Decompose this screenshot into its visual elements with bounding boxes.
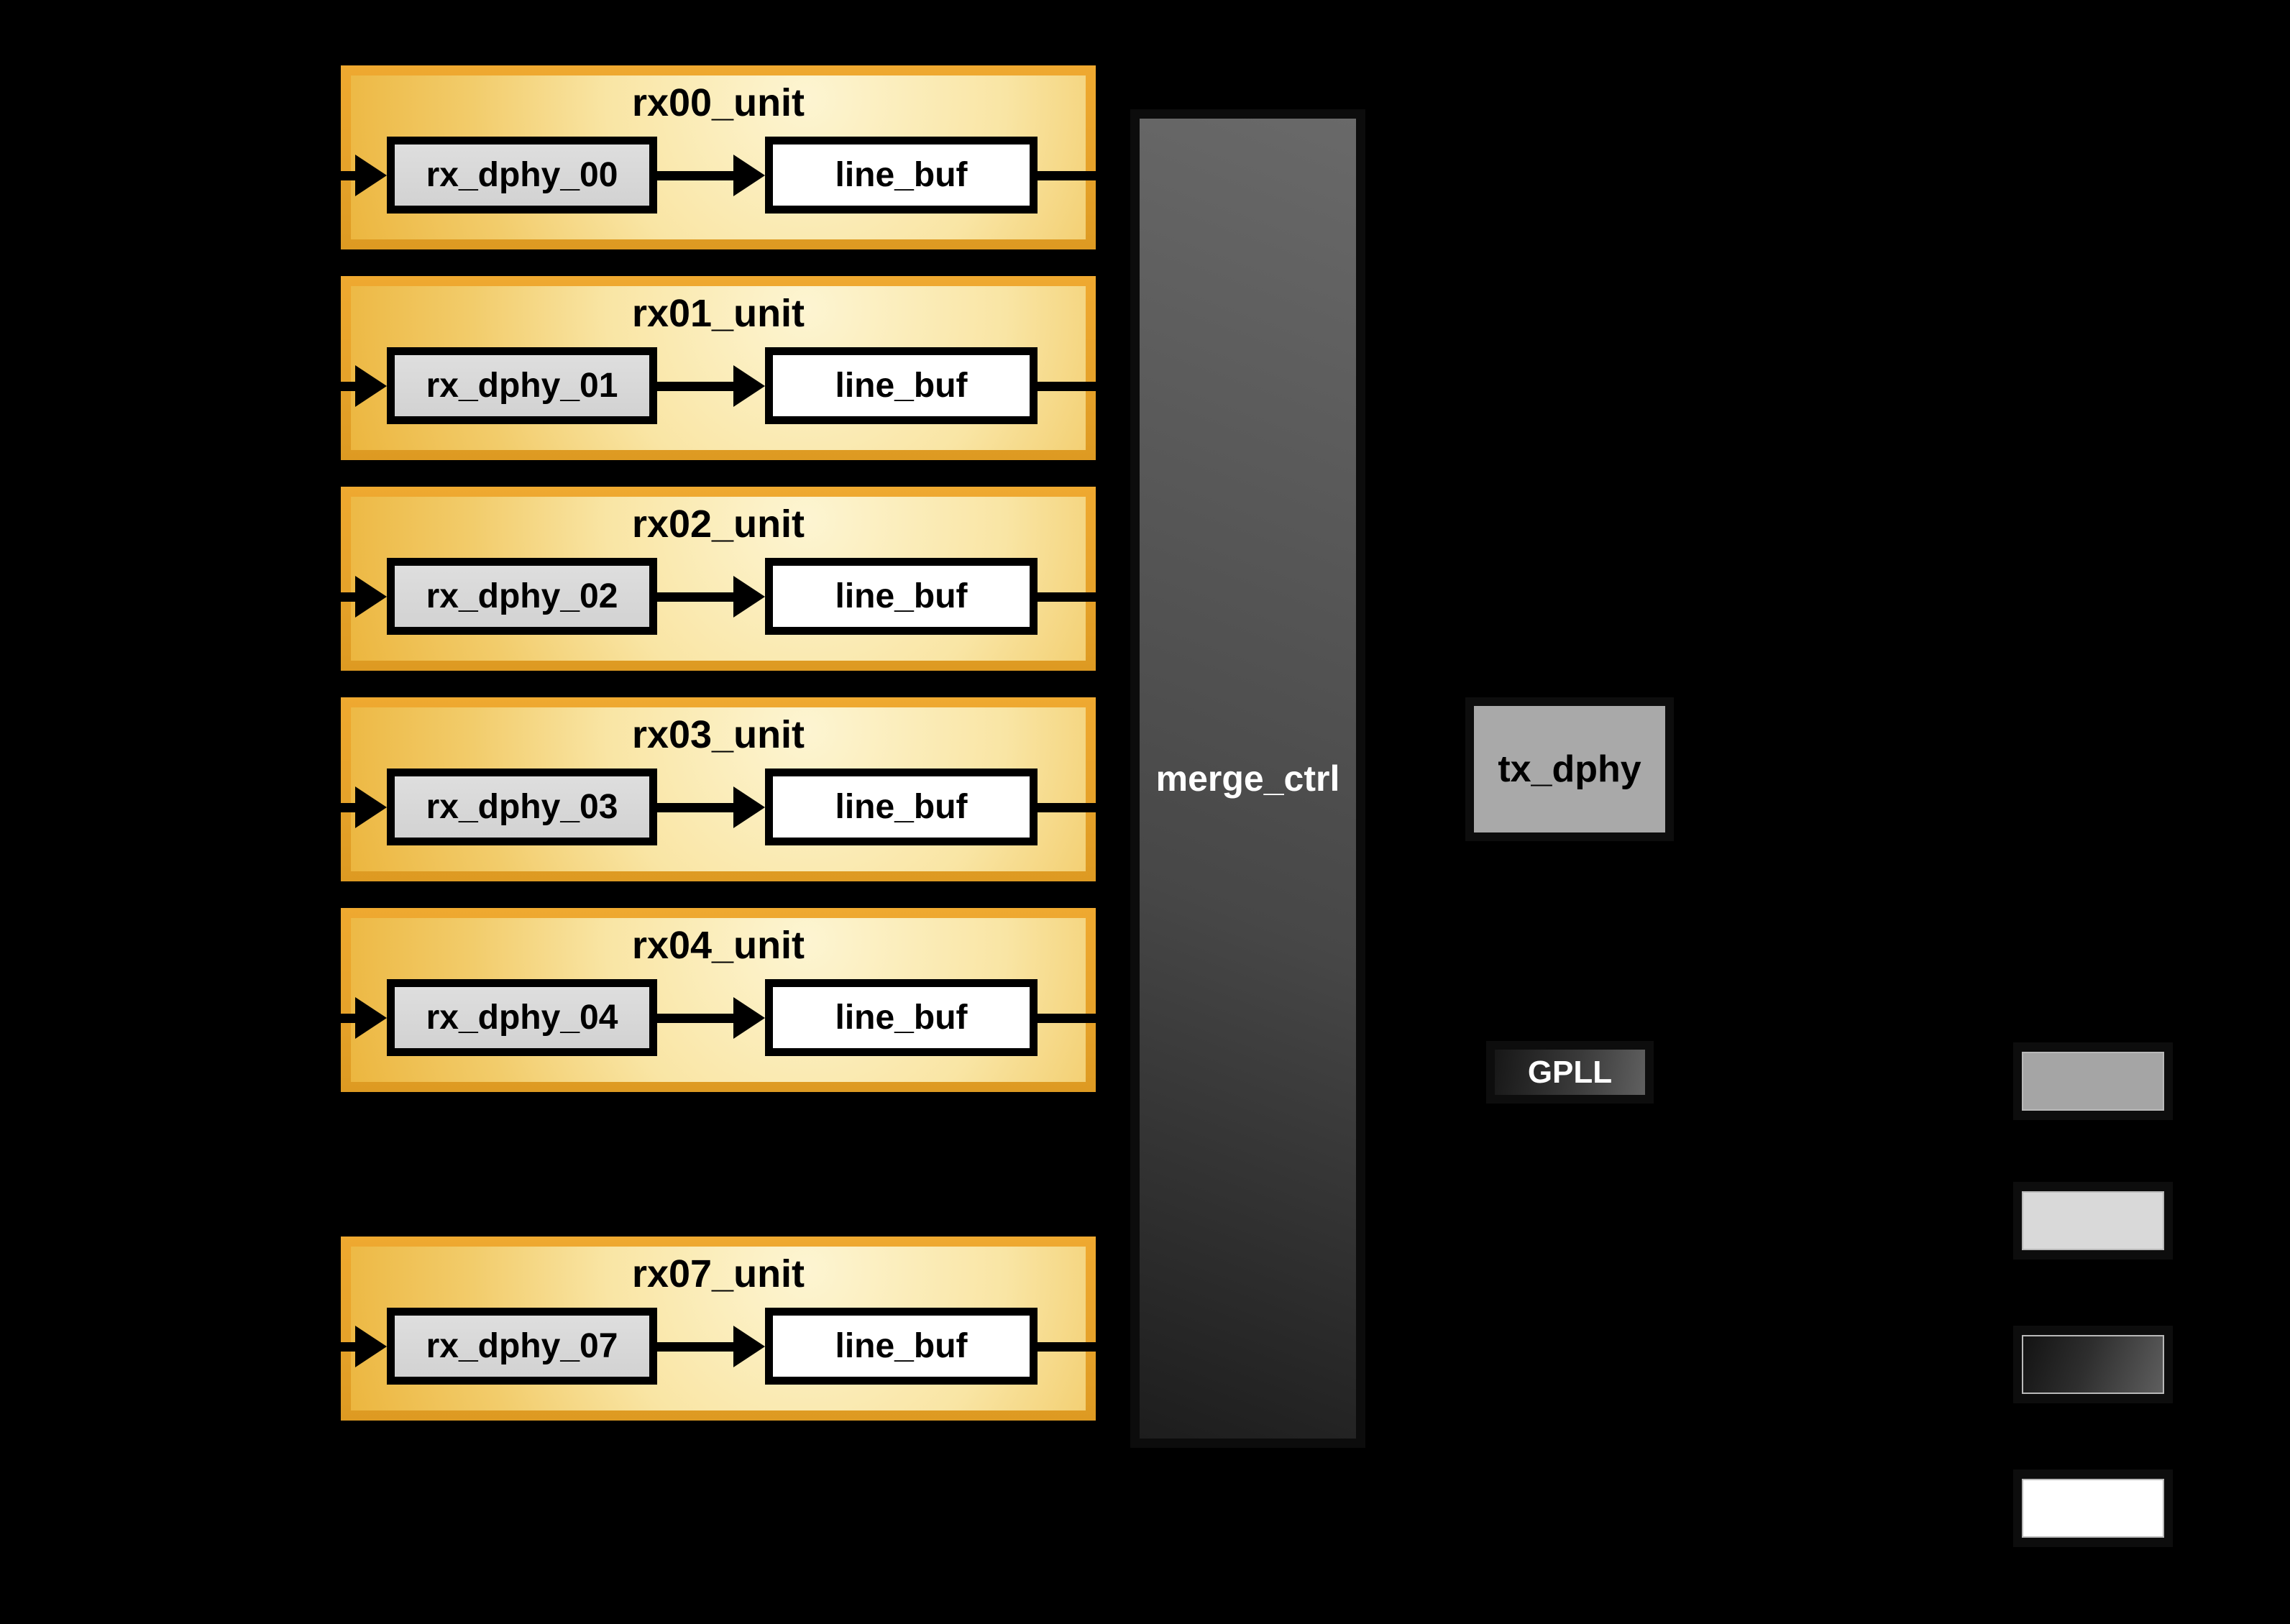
unit-box-rx00: rx00_unit rx_dphy_00 line_buf [341, 65, 1152, 249]
merge-ctrl-block: merge_ctrl [1130, 109, 1365, 1448]
unit-box-rx03: rx03_unit rx_dphy_03 line_buf [341, 697, 1152, 881]
input-arrow-head-icon [355, 786, 387, 828]
merge-ctrl-face: merge_ctrl [1140, 119, 1356, 1439]
dphy-to-buf-arrow-head-icon [733, 155, 765, 196]
dphy-to-buf-arrow-head-icon [733, 786, 765, 828]
legend-swatch-dark-gradient-fill [2022, 1335, 2164, 1394]
line-buf-label: line_buf [835, 367, 968, 405]
rx-dphy-block: rx_dphy_04 [387, 979, 657, 1056]
dphy-to-buf-arrow-shaft [657, 171, 741, 180]
dphy-to-buf-arrow-head-icon [733, 576, 765, 618]
gpll-label: GPLL [1527, 1054, 1613, 1090]
unit-box-rx02: rx02_unit rx_dphy_02 line_buf [341, 487, 1152, 671]
line-buf-label: line_buf [835, 788, 968, 826]
input-arrow-head-icon [355, 997, 387, 1039]
rx-dphy-block: rx_dphy_02 [387, 558, 657, 635]
buf-to-merge-arrow-shaft [1038, 1342, 1124, 1352]
dphy-to-buf-arrow-shaft [657, 1014, 741, 1023]
legend-swatch-white [2013, 1469, 2173, 1547]
rx-dphy-block: rx_dphy_01 [387, 347, 657, 424]
line-buf-block: line_buf [765, 137, 1038, 214]
buf-to-merge-arrow-shaft [1038, 171, 1124, 180]
unit-title: rx07_unit [631, 1252, 805, 1295]
buf-to-merge-arrow-shaft [1038, 382, 1124, 391]
rx-dphy-label: rx_dphy_01 [426, 367, 618, 405]
unit-box-rx07: rx07_unit rx_dphy_07 line_buf [341, 1237, 1152, 1421]
legend-swatch-light-gray-fill [2022, 1191, 2164, 1250]
rx-dphy-label: rx_dphy_04 [426, 999, 618, 1037]
dphy-to-buf-arrow-shaft [657, 592, 741, 602]
line-buf-block: line_buf [765, 347, 1038, 424]
input-arrow-head-icon [355, 1326, 387, 1367]
line-buf-label: line_buf [835, 577, 968, 615]
buf-to-merge-arrow-shaft [1038, 1014, 1124, 1023]
merge-to-tx-arrow-shaft [1365, 765, 1462, 774]
line-buf-label: line_buf [835, 1327, 968, 1365]
legend-swatch-white-fill [2022, 1479, 2164, 1538]
buf-to-merge-arrow-shaft [1038, 592, 1124, 602]
dphy-to-buf-arrow-head-icon [733, 1326, 765, 1367]
rx-dphy-block: rx_dphy_03 [387, 769, 657, 845]
gpll-to-tx-line [1565, 841, 1575, 1041]
unit-box-rx01: rx01_unit rx_dphy_01 line_buf [341, 276, 1152, 460]
legend-swatch-gray-fill [2022, 1052, 2164, 1111]
input-arrow-head-icon [355, 365, 387, 407]
unit-title: rx02_unit [631, 503, 805, 546]
legend-swatch-dark-gradient [2013, 1326, 2173, 1403]
gpll-face: GPLL [1495, 1050, 1645, 1095]
line-buf-label: line_buf [835, 999, 968, 1037]
dphy-to-buf-arrow-shaft [657, 1342, 741, 1352]
line-buf-block: line_buf [765, 769, 1038, 845]
merge-ctrl-label: merge_ctrl [1155, 758, 1340, 799]
rx-dphy-label: rx_dphy_02 [426, 577, 618, 615]
unit-title: rx04_unit [631, 924, 805, 967]
tx-dphy-label: tx_dphy [1498, 748, 1641, 790]
dphy-to-buf-arrow-shaft [657, 382, 741, 391]
line-buf-block: line_buf [765, 1308, 1038, 1385]
line-buf-block: line_buf [765, 979, 1038, 1056]
rx-dphy-block: rx_dphy_00 [387, 137, 657, 214]
line-buf-label: line_buf [835, 156, 968, 194]
unit-box-rx04: rx04_unit rx_dphy_04 line_buf [341, 908, 1152, 1092]
legend-swatch-light-gray [2013, 1182, 2173, 1260]
input-arrow-head-icon [355, 576, 387, 618]
rx-dphy-block: rx_dphy_07 [387, 1308, 657, 1385]
unit-title: rx00_unit [631, 81, 805, 124]
unit-title: rx03_unit [631, 713, 805, 756]
rx-dphy-label: rx_dphy_00 [426, 156, 618, 194]
legend-swatch-gray [2013, 1042, 2173, 1120]
dphy-to-buf-arrow-head-icon [733, 365, 765, 407]
dphy-to-buf-arrow-head-icon [733, 997, 765, 1039]
buf-to-merge-arrow-shaft [1038, 803, 1124, 812]
unit-title: rx01_unit [631, 292, 805, 335]
line-buf-block: line_buf [765, 558, 1038, 635]
gpll-block: GPLL [1486, 1041, 1654, 1104]
tx-dphy-block: tx_dphy [1465, 697, 1674, 841]
tx-dphy-face: tx_dphy [1474, 706, 1665, 832]
dphy-to-buf-arrow-shaft [657, 803, 741, 812]
rx-dphy-label: rx_dphy_07 [426, 1327, 618, 1365]
rx-dphy-label: rx_dphy_03 [426, 788, 618, 826]
input-arrow-head-icon [355, 155, 387, 196]
